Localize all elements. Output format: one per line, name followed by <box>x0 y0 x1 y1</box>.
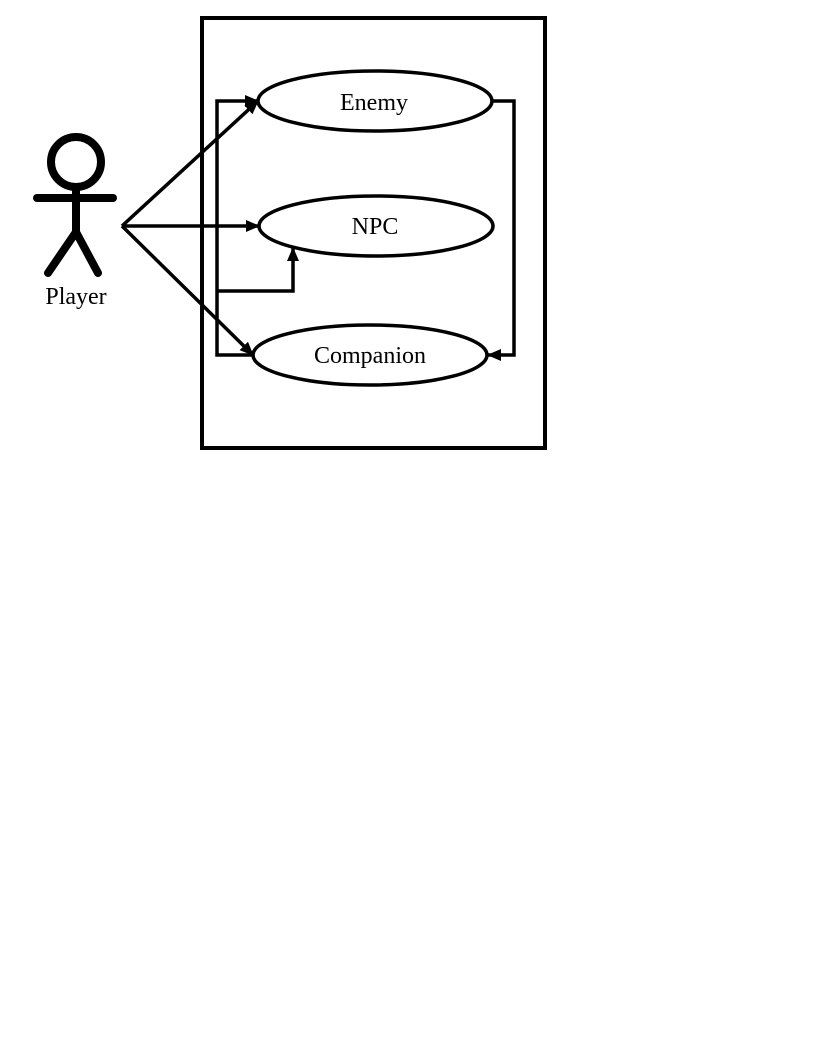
relationship-to-npc <box>217 247 299 293</box>
stick-figure-icon <box>33 133 117 277</box>
association-lines <box>120 99 260 357</box>
actor-player: Player <box>33 133 117 310</box>
relationship-enemy-companion <box>487 99 516 361</box>
use-case-npc: NPC <box>257 194 495 258</box>
use-case-label-companion: Companion <box>314 343 426 369</box>
use-case-label-enemy: Enemy <box>340 90 408 116</box>
actor-label: Player <box>45 284 106 310</box>
use-case-enemy: Enemy <box>256 69 494 133</box>
association-enemy <box>120 99 260 228</box>
use-case-companion: Companion <box>251 323 489 387</box>
association-companion <box>120 224 255 357</box>
system-boundary <box>200 16 547 450</box>
relationship-lines <box>215 95 516 361</box>
relationship-companion-enemy <box>215 95 259 357</box>
use-case-label-npc: NPC <box>352 214 399 240</box>
